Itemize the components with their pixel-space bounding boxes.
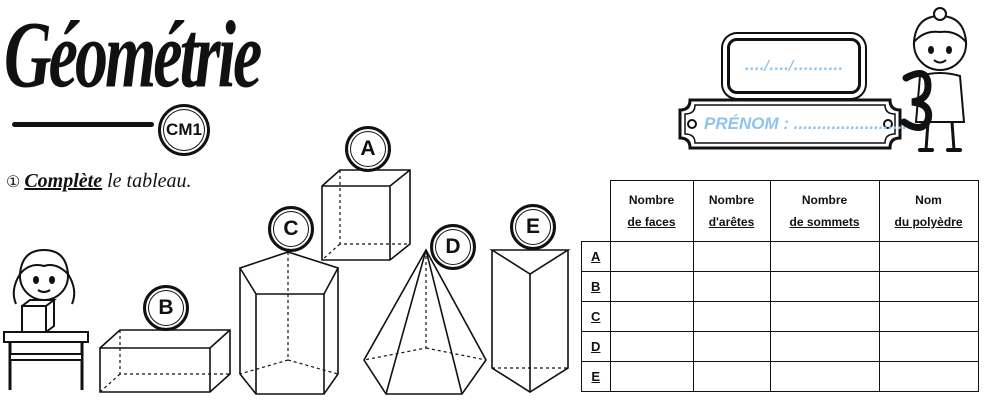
rectangular-prism-icon (99, 329, 231, 393)
triangular-prism-icon (489, 249, 571, 393)
answer-cell[interactable] (769, 361, 880, 392)
answer-cell[interactable] (692, 271, 771, 302)
answer-cell[interactable] (769, 331, 880, 362)
row-label-d: D (581, 331, 611, 362)
name-field[interactable]: PRÉNOM : .......................... (704, 114, 917, 134)
answer-cell[interactable] (609, 271, 694, 302)
answer-cell[interactable] (609, 361, 694, 392)
answer-cell[interactable] (878, 301, 979, 332)
title-underline (12, 122, 154, 127)
answer-cell[interactable] (878, 331, 979, 362)
shape-label-c: C (268, 206, 314, 252)
answer-cell[interactable] (878, 271, 979, 302)
instruction-verb: Complète (24, 170, 103, 192)
row-label-c: C (581, 301, 611, 332)
table-row: E (581, 361, 979, 392)
answer-cell[interactable] (769, 271, 880, 302)
girl-with-three-illustration (900, 7, 968, 152)
shape-label-a: A (345, 126, 391, 172)
answer-cell[interactable] (692, 301, 771, 332)
answer-cell[interactable] (692, 361, 771, 392)
row-label-b: B (581, 271, 611, 302)
answer-cell[interactable] (878, 241, 979, 272)
exercise-number: ① (6, 174, 21, 191)
cube-icon (321, 169, 411, 261)
table-row: B (581, 271, 979, 302)
table-row: A (581, 241, 979, 272)
instruction-text: le tableau. (102, 170, 192, 192)
shape-label-b: B (143, 285, 189, 331)
table-row: D (581, 331, 979, 362)
table-corner (581, 180, 611, 242)
name-plaque (678, 98, 902, 150)
answer-cell[interactable] (692, 241, 771, 272)
row-label-e: E (581, 361, 611, 392)
answer-cell[interactable] (878, 361, 979, 392)
answer-cell[interactable] (609, 331, 694, 362)
answer-cell[interactable] (769, 301, 880, 332)
level-badge: CM1 (158, 104, 210, 156)
date-field[interactable]: ..../..../.......... (727, 38, 861, 94)
row-label-a: A (581, 241, 611, 272)
shape-label-e: E (510, 204, 556, 250)
answer-cell[interactable] (609, 241, 694, 272)
answer-cell[interactable] (609, 301, 694, 332)
name-dots: .......................... (793, 114, 917, 133)
shape-label-d: D (430, 224, 476, 270)
answer-cell[interactable] (769, 241, 880, 272)
pentagonal-pyramid-icon (363, 248, 487, 395)
page-title: Géométrie (4, 2, 262, 109)
pentagonal-prism-icon (238, 251, 340, 395)
answer-cell[interactable] (692, 331, 771, 362)
name-label: PRÉNOM : (704, 114, 789, 133)
table-row: C (581, 301, 979, 332)
girl-at-desk-illustration (3, 248, 89, 390)
